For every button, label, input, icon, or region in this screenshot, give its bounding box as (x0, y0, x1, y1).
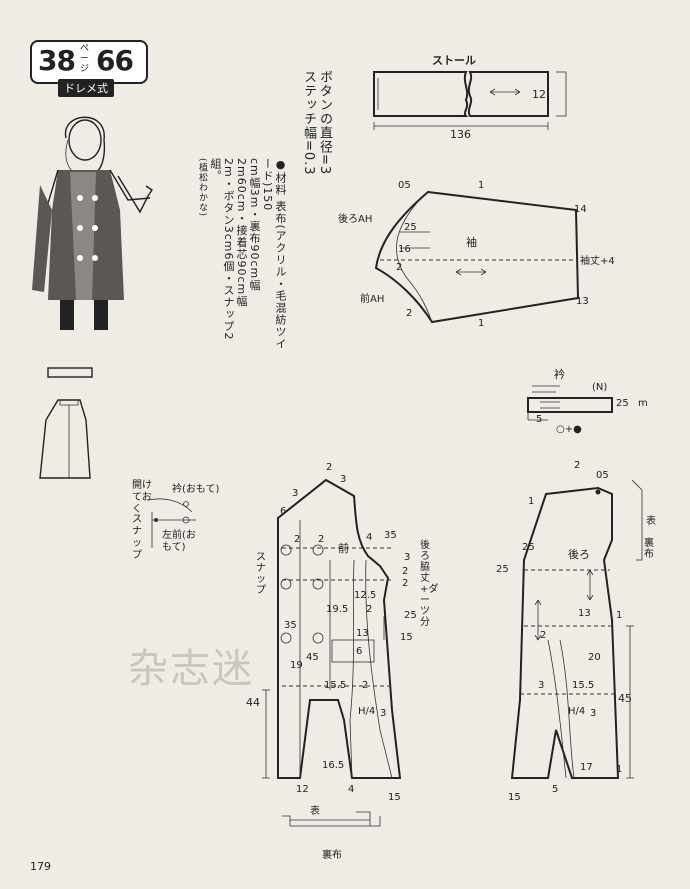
front-n-35a: 35 (384, 530, 397, 541)
front-n-2: 2 (326, 462, 333, 473)
back-n-155: 15.5 (572, 680, 595, 691)
sleeve-n-16: 16 (398, 244, 411, 255)
back-n-45: 45 (618, 692, 632, 705)
front-n-2f: 2 (366, 604, 373, 615)
snap-open-note: 開けておく (132, 480, 152, 515)
sleeve-cuff-note: 袖丈+4 (580, 256, 615, 267)
front-snap-label: スナップ (256, 552, 266, 596)
front-n-25: 25 (404, 610, 417, 621)
designer-credit: (植松わかな) (197, 158, 207, 218)
sleeve-front-ah: 前AH (360, 294, 385, 305)
back-n-2: 2 (574, 460, 581, 471)
back-n-5: 5 (552, 784, 559, 795)
front-n-h4: H/4 (358, 706, 376, 717)
front-n-165: 16.5 (322, 760, 345, 771)
front-n-6: 6 (280, 506, 287, 517)
collar-unit: m (638, 398, 648, 409)
front-n-3c: 3 (404, 552, 411, 563)
front-n-3d: 3 (380, 708, 387, 719)
back-n-25b: 25 (496, 564, 509, 575)
back-n-h4: H/4 (568, 706, 586, 717)
front-n-2e: 2 (402, 578, 409, 589)
collar-width: 25 (616, 398, 629, 409)
bottom-omote-label: 表 (310, 806, 320, 817)
stitch-width-note: ステッチ幅=0.3 (301, 70, 316, 176)
watermark-text: 杂志迷 (128, 646, 254, 692)
back-n-15: 15 (508, 792, 521, 803)
front-n-2c: 2 (318, 534, 325, 545)
back-lining-label: 裏布 (644, 538, 654, 560)
back-n-1a: 1 (528, 496, 535, 507)
sleeve-n-1b: 1 (478, 318, 485, 329)
sleeve-back-ah: 後ろAH (338, 214, 373, 225)
sleeve-name: 袖 (466, 236, 477, 249)
front-n-44: 44 (246, 696, 260, 709)
front-back-side-note: 後ろ脇丈+ダーツ分 (420, 540, 439, 628)
back-n-05: 05 (596, 470, 609, 481)
front-n-15a: 15 (400, 632, 413, 643)
front-n-155: 15.5 (324, 680, 347, 691)
snap-left-front: 左前(おもて) (162, 530, 196, 553)
materials-line-2: cm幅3m・裏布90cm幅2m60cm・接着芯90cm幅 (235, 158, 261, 308)
materials-line-1: ●材料 表布(アクリル・毛混紡ツイード)150 (261, 158, 287, 350)
bottom-lining-label: 裏布 (322, 850, 342, 861)
front-n-35b: 35 (284, 620, 297, 631)
front-n-195: 19.5 (326, 604, 349, 615)
front-n-2g: 2 (362, 680, 369, 691)
page-number-badge: 38 (38, 44, 76, 77)
snap-label: スナップ (132, 514, 142, 561)
front-n-19: 19 (290, 660, 303, 671)
front-n-4: 4 (366, 532, 373, 543)
back-n-3b: 3 (590, 708, 597, 719)
back-name: 後ろ (568, 548, 590, 561)
back-n-25a: 25 (522, 542, 535, 553)
front-n-2d: 2 (402, 566, 409, 577)
front-n-45: 45 (306, 652, 319, 663)
pattern-badge: 38 ページ 66 (30, 40, 148, 84)
pattern-number: 66 (96, 44, 134, 77)
sleeve-n-14: 14 (574, 204, 587, 215)
sleeve-n-13: 13 (576, 296, 589, 307)
front-n-3b: 3 (292, 488, 299, 499)
back-n-2b: 2 (540, 630, 547, 641)
back-omote-label: 表 (646, 516, 656, 527)
sleeve-n-25: 25 (404, 222, 417, 233)
front-n-15b: 15 (388, 792, 401, 803)
collar-title: 衿 (554, 368, 565, 381)
front-n-3a: 3 (340, 474, 347, 485)
back-n-13: 13 (578, 608, 591, 619)
front-name: 前 (338, 542, 349, 555)
page-number: 179 (30, 860, 51, 873)
sleeve-n-2b: 2 (406, 308, 413, 319)
back-n-3: 3 (538, 680, 545, 691)
page-unit-label: ページ (80, 44, 90, 74)
back-n-1b: 1 (616, 610, 623, 621)
materials-block: ●材料 表布(アクリル・毛混紡ツイード)150 cm幅3m・裏布90cm幅2m6… (195, 158, 287, 353)
button-diameter-note: ボタンの直径=3 (317, 70, 332, 176)
sleeve-n-2a: 2 (396, 262, 403, 273)
stole-title: ストール (432, 54, 476, 67)
front-n-125: 12.5 (354, 590, 377, 601)
front-n-13: 13 (356, 628, 369, 639)
front-n-6b: 6 (356, 646, 363, 657)
collar-seam: (N) (592, 382, 608, 393)
stole-length: 136 (450, 128, 471, 141)
back-n-17: 17 (580, 762, 593, 773)
button-note: ボタンの直径=3 ステッチ幅=0.3 (300, 70, 332, 180)
method-label: ドレメ式 (58, 79, 114, 97)
stole-width: 12 (532, 88, 546, 101)
collar-n-5: 5 (536, 414, 543, 425)
front-n-2b: 2 (294, 534, 301, 545)
sleeve-n-1a: 1 (478, 180, 485, 191)
front-n-4b: 4 (348, 784, 355, 795)
back-n-1c: 1 (616, 764, 623, 775)
sleeve-n-05: 05 (398, 180, 411, 191)
collar-formula: ○+● (556, 424, 582, 435)
front-n-12: 12 (296, 784, 309, 795)
snap-collar-side: 衿(おもて) (172, 484, 220, 495)
back-n-20: 20 (588, 652, 601, 663)
materials-line-3: 2m・ボタン3cm6個・スナップ2組。 (209, 158, 235, 341)
